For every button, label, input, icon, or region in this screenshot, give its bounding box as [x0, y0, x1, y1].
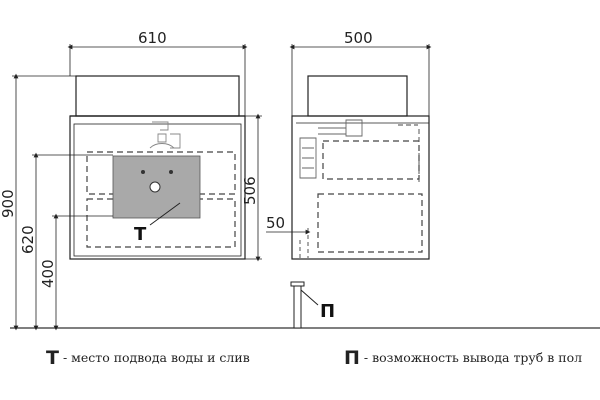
floor-pipe-cap: [290, 281, 305, 287]
legend-p-key: П: [344, 347, 360, 369]
front-cabinet-inner: [73, 123, 242, 257]
water-inlet-right: [169, 170, 173, 174]
side-view: [291, 75, 430, 260]
legend-water-point: Т- место подвода воды и слив: [46, 347, 250, 369]
dim-500-label: 500: [344, 29, 373, 47]
p-leader: [300, 289, 319, 306]
legend-t-key: Т: [46, 347, 59, 369]
dim-900-label: 900: [0, 189, 17, 218]
legend-p-text: - возможность вывода труб в пол: [363, 350, 583, 365]
side-basin-top: [307, 75, 408, 117]
side-siphon: [299, 119, 363, 179]
dim-620-label: 620: [19, 225, 37, 254]
side-cabinet: [291, 115, 430, 260]
front-cabinet: [69, 115, 246, 260]
side-compartment-bottom: [317, 193, 423, 253]
dim-506-label: 506: [241, 176, 259, 205]
pipe-outlet-marker: П: [320, 301, 335, 322]
side-compartment-top: [322, 140, 420, 180]
dim-610-label: 610: [138, 29, 167, 47]
legend-t-text: - место подвода воды и слив: [62, 350, 250, 365]
front-basin-top: [75, 75, 240, 117]
dim-400-label: 400: [39, 259, 57, 288]
water-inlet-left: [141, 170, 145, 174]
legend-pipe-outlet: П- возможность вывода труб в пол: [344, 347, 582, 369]
floor-pipe: [293, 284, 302, 329]
water-supply-zone: [112, 155, 201, 219]
dim-50-label: 50: [266, 214, 285, 232]
front-siphon: [149, 121, 181, 149]
water-point-marker: Т: [134, 224, 147, 245]
t-leader: [149, 202, 181, 226]
drain-hole: [149, 181, 161, 193]
